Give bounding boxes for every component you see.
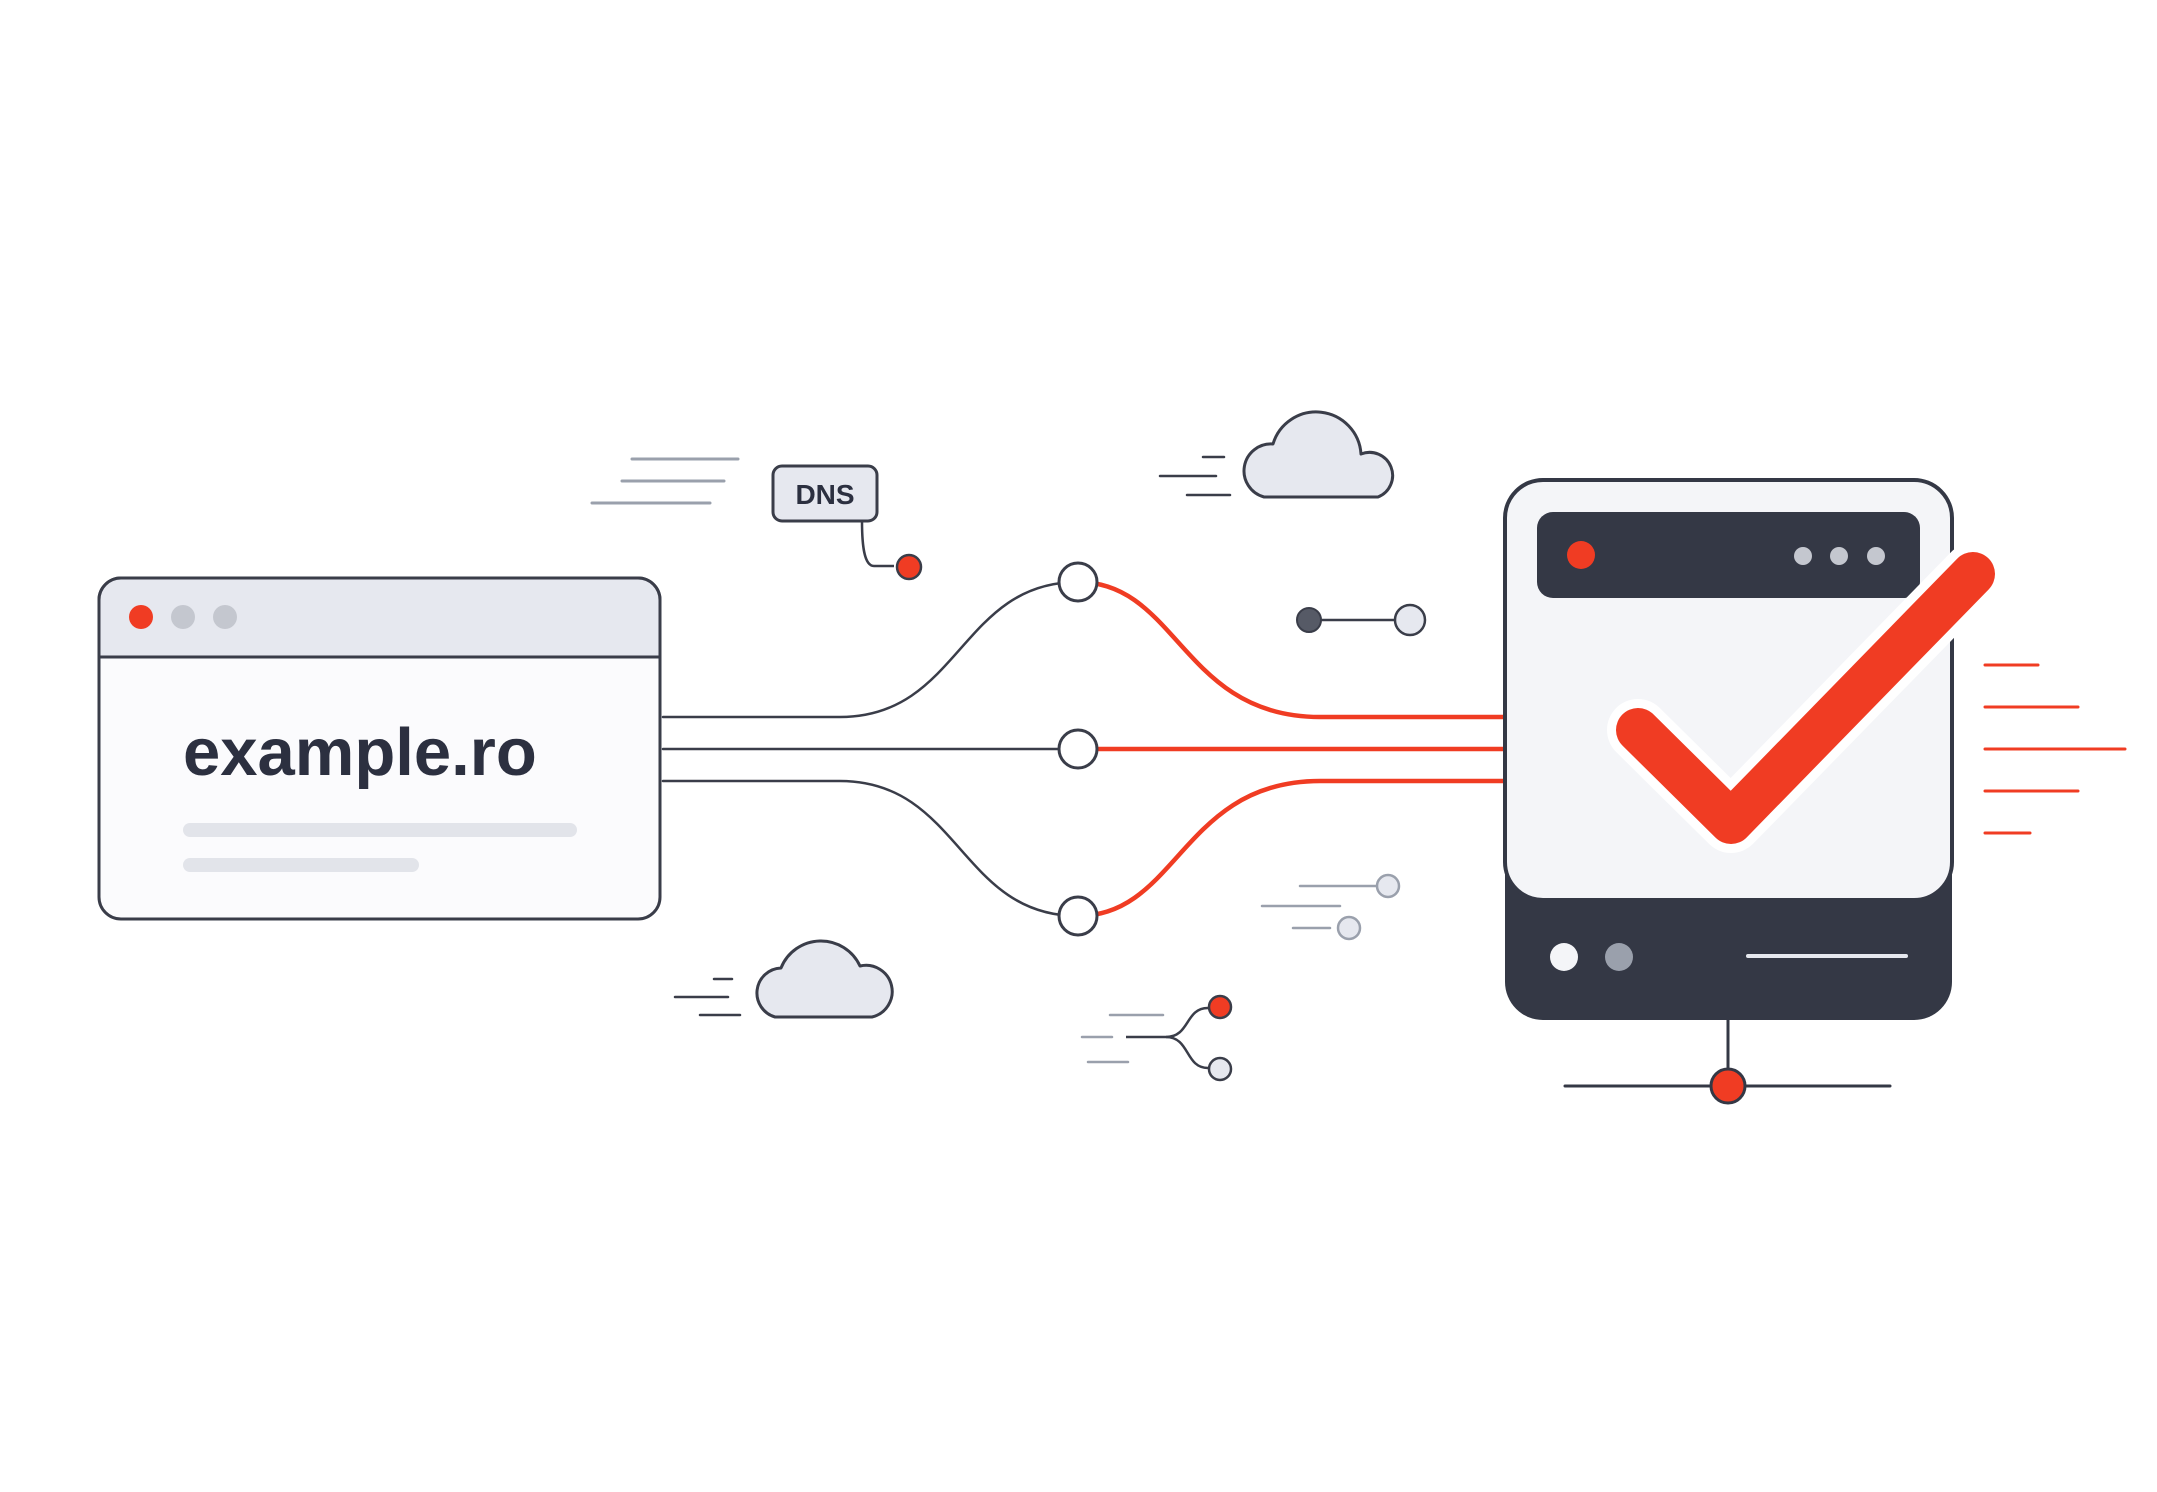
route-node-middle — [1057, 728, 1099, 770]
cloud-icon — [1158, 410, 1395, 499]
path-bottom-dark — [661, 779, 1080, 918]
server-top-bar — [1537, 512, 1920, 598]
dns-tag: DNS — [590, 457, 923, 581]
dns-label: DNS — [795, 479, 854, 510]
dns-endpoint-dot — [895, 553, 923, 581]
network-node-dot — [1709, 1067, 1747, 1105]
browser-window: example.ro — [97, 576, 662, 921]
cloud-icon — [673, 939, 894, 1019]
server-led-icon — [1550, 943, 1578, 971]
speed-lines — [1983, 663, 2127, 835]
close-dot-icon — [129, 605, 153, 629]
text-placeholder-line — [183, 858, 419, 872]
route-node-bottom — [1057, 895, 1099, 937]
node-connector-icon — [1296, 603, 1427, 637]
text-placeholder-line — [183, 823, 577, 837]
node-connector-icon — [1260, 873, 1401, 941]
maximize-dot-icon — [213, 605, 237, 629]
server — [1503, 478, 1954, 1105]
server-led-icon — [1605, 943, 1633, 971]
path-top-dark — [661, 580, 1080, 719]
route-node-top — [1057, 561, 1099, 603]
connection-lines — [661, 579, 1563, 919]
browser-domain: example.ro — [183, 715, 537, 790]
server-status-dot-icon — [1567, 541, 1595, 569]
minimize-dot-icon — [171, 605, 195, 629]
branch-connector-icon — [1080, 994, 1233, 1082]
path-bottom-accent — [1075, 778, 1551, 919]
path-top-accent — [1075, 579, 1551, 720]
route-nodes — [1057, 561, 1099, 937]
checkmark-icon — [1607, 543, 2004, 853]
